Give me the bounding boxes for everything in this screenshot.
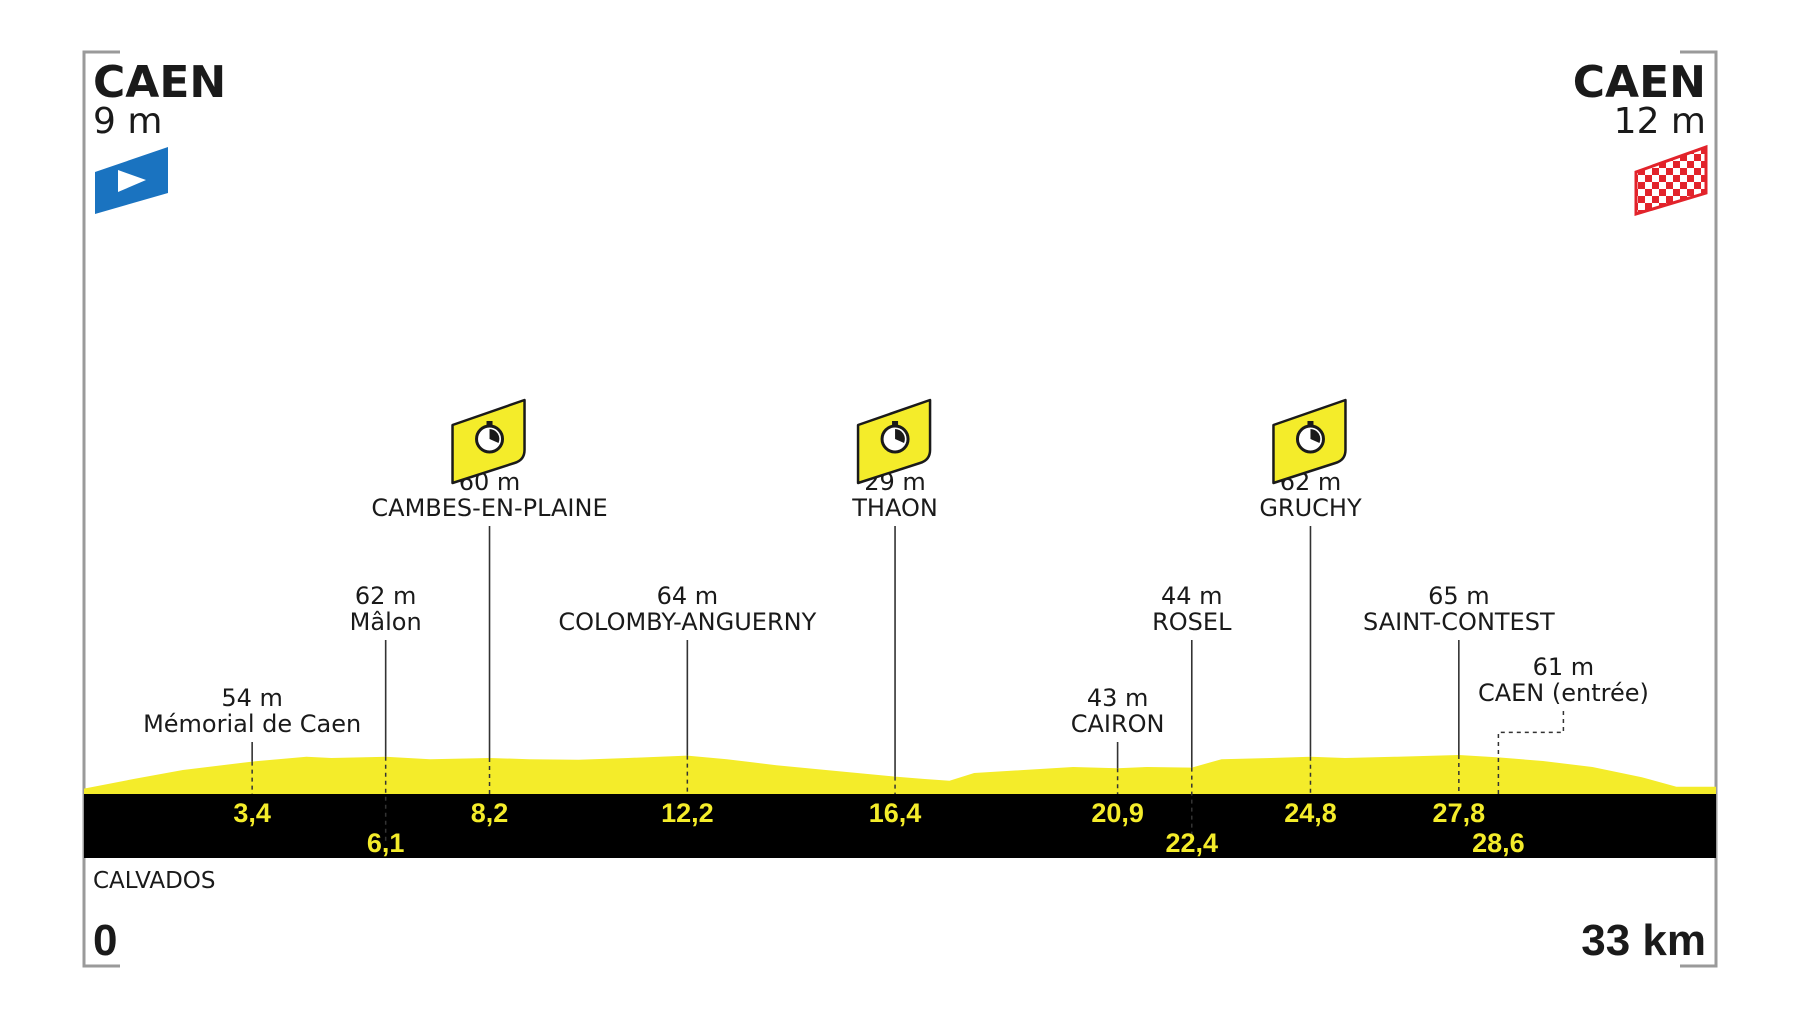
km-label-4: 16,4 [869, 798, 922, 828]
waypoint-leader-9 [1497, 711, 1565, 794]
stopwatch-crown-4 [892, 421, 899, 427]
km-label-0: 3,4 [233, 798, 271, 828]
km-label-2: 8,2 [471, 798, 509, 828]
start-flag-icon [95, 147, 168, 214]
km-label-7: 24,8 [1284, 798, 1337, 828]
waypoint-altitude-6: 44 m [1161, 582, 1223, 610]
waypoint-altitude-8: 65 m [1428, 582, 1490, 610]
waypoint-name-9: CAEN (entrée) [1478, 679, 1649, 707]
waypoint-name-1: Mâlon [350, 608, 422, 636]
stopwatch-icon-2 [451, 398, 526, 485]
finish-city: CAEN [1573, 57, 1706, 108]
finish-flag-icon [1634, 144, 1708, 217]
distance-band [84, 794, 1716, 858]
km-label-8: 27,8 [1433, 798, 1486, 828]
waypoint-altitude-0: 54 m [221, 684, 283, 712]
waypoint-name-5: CAIRON [1071, 710, 1165, 738]
km-label-9: 28,6 [1472, 828, 1525, 858]
profile-area [84, 755, 1716, 794]
start-altitude: 9 m [93, 101, 162, 142]
km-band [84, 794, 1716, 858]
waypoint-name-2: CAMBES-EN-PLAINE [371, 494, 607, 522]
waypoint-markers [251, 526, 1565, 844]
km-label-6: 22,4 [1166, 828, 1219, 858]
waypoint-name-3: COLOMBY-ANGUERNY [558, 608, 816, 636]
time-check-icons [451, 398, 1347, 485]
waypoint-name-6: ROSEL [1152, 608, 1232, 636]
km-labels: 3,4 6,1 8,2 12,2 16,4 20,9 22,4 24,8 27,828,6 [233, 798, 1524, 858]
stopwatch-hand-2 [489, 429, 500, 443]
waypoint-name-0: Mémorial de Caen [143, 710, 361, 738]
waypoint-altitude-3: 64 m [657, 582, 719, 610]
stopwatch-crown-2 [486, 421, 493, 427]
region-label: CALVADOS [93, 868, 216, 894]
waypoint-name-4: THAON [851, 494, 938, 522]
waypoint-name-8: SAINT-CONTEST [1363, 608, 1555, 636]
elevation-profile [84, 755, 1716, 794]
stopwatch-hand-4 [895, 429, 905, 443]
waypoint-name-7: GRUCHY [1259, 494, 1362, 522]
stopwatch-icon-4 [856, 398, 932, 485]
waypoint-altitude-1: 62 m [355, 582, 417, 610]
chart-frame [82, 50, 1718, 968]
km-label-3: 12,2 [661, 798, 714, 828]
waypoint-altitude-9: 61 m [1533, 653, 1595, 681]
stopwatch-icon-7 [1272, 398, 1347, 485]
waypoint-altitude-5: 43 m [1087, 684, 1149, 712]
finish-altitude: 12 m [1614, 101, 1706, 142]
km-label-5: 20,9 [1091, 798, 1144, 828]
axis-end-km: 33 km [1581, 916, 1706, 965]
stopwatch-hand-7 [1310, 429, 1321, 443]
start-city: CAEN [93, 57, 226, 108]
axis-start-km: 0 [93, 916, 117, 965]
km-label-1: 6,1 [367, 828, 405, 858]
stopwatch-crown-7 [1307, 421, 1314, 427]
